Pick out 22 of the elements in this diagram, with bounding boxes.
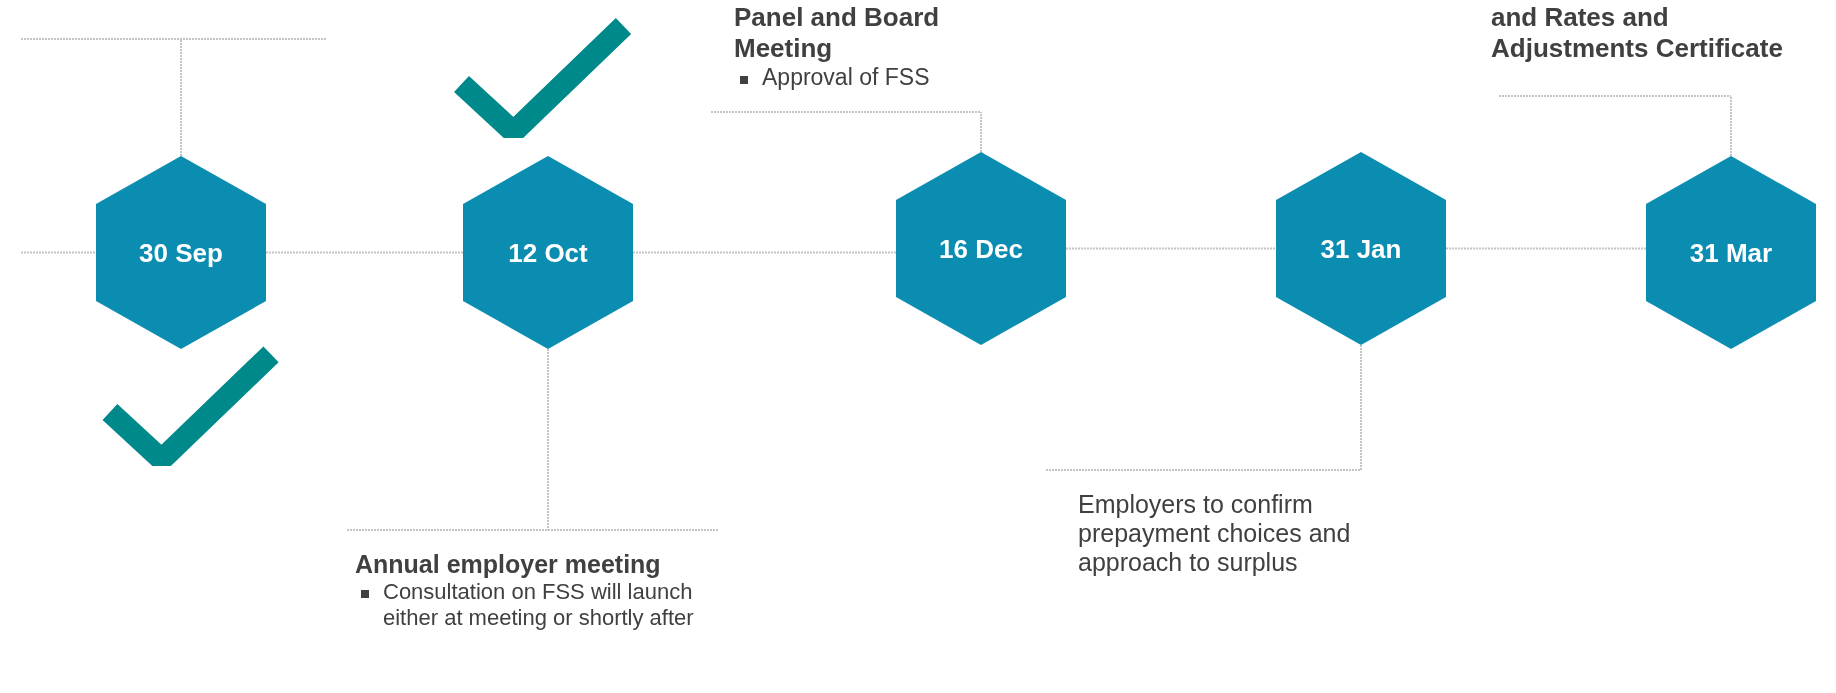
event-heading: Panel and Board Meeting: [734, 2, 941, 64]
hexagon-marker: [1276, 152, 1446, 345]
hexagon-marker: [96, 156, 266, 349]
date-label: 12 Oct: [507, 237, 589, 268]
bullet-text: Consultation on FSS will launch either at meeting or shortly after: [383, 579, 695, 631]
hexagon-marker: [896, 152, 1066, 345]
date-label: 16 Dec: [938, 233, 1024, 264]
date-label: 30 Sep: [138, 237, 224, 268]
leader-line: [346, 348, 720, 531]
event-heading: Annual employer meeting: [355, 550, 662, 579]
leader-line: [710, 111, 982, 153]
date-label: 31 Jan: [1319, 233, 1403, 264]
event-note: and Rates and Adjustments Certificate: [1491, 2, 1784, 64]
bullet-text: Approval of FSS: [762, 64, 930, 91]
timeline-line: [20, 38, 327, 157]
leader-line: [1498, 95, 1732, 157]
hexagon-marker: [463, 156, 633, 349]
leader-line: [1045, 344, 1362, 471]
date-label: 31 Mar: [1688, 237, 1774, 268]
hexagon-marker: [1646, 156, 1816, 349]
event-note: Employers to confirm prepayment choices and approach to surplus: [1078, 490, 1352, 577]
timeline-line: [20, 251, 97, 254]
